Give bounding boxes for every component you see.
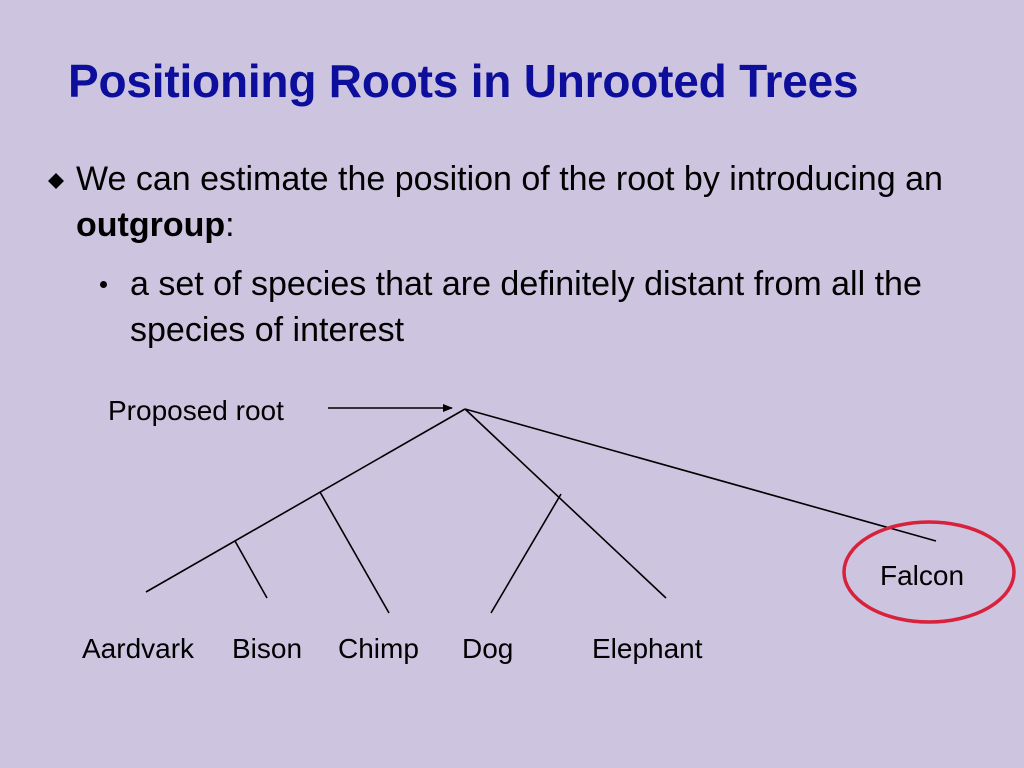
leaf-label-falcon: Falcon bbox=[880, 560, 964, 591]
bullet-item: We can estimate the position of the root… bbox=[48, 156, 948, 248]
diamond-bullet-icon bbox=[48, 173, 64, 189]
tree-branches bbox=[145, 408, 937, 614]
slide-title: Positioning Roots in Unrooted Trees bbox=[68, 55, 859, 107]
leaf-label-dog: Dog bbox=[462, 633, 513, 664]
branch-chimp bbox=[319, 491, 390, 614]
leaf-label-elephant: Elephant bbox=[592, 633, 703, 664]
bullet-text-suffix: : bbox=[225, 206, 235, 244]
bullet-text-bold: outgroup bbox=[76, 206, 226, 244]
bullet-text-plain: We can estimate the position of the root… bbox=[76, 160, 943, 198]
outgroup-highlight-circle bbox=[842, 520, 1016, 624]
proposed-root-label: Proposed root bbox=[108, 395, 284, 426]
sub-bullet-text: a set of species that are definitely dis… bbox=[130, 265, 922, 349]
branch-root-to-elephant bbox=[464, 408, 667, 599]
bullet-text: We can estimate the position of the root… bbox=[76, 156, 948, 248]
leaf-label-bison: Bison bbox=[232, 633, 302, 664]
leaf-label-aardvark: Aardvark bbox=[82, 633, 195, 664]
leaf-label-chimp: Chimp bbox=[338, 633, 419, 664]
branch-root-to-falcon bbox=[464, 408, 937, 542]
branch-dog bbox=[490, 493, 562, 614]
dot-bullet-icon bbox=[100, 281, 107, 288]
branch-root-to-aardvark bbox=[145, 408, 466, 593]
sub-bullet-item: a set of species that are definitely dis… bbox=[100, 261, 1000, 353]
branch-bison bbox=[234, 540, 268, 599]
